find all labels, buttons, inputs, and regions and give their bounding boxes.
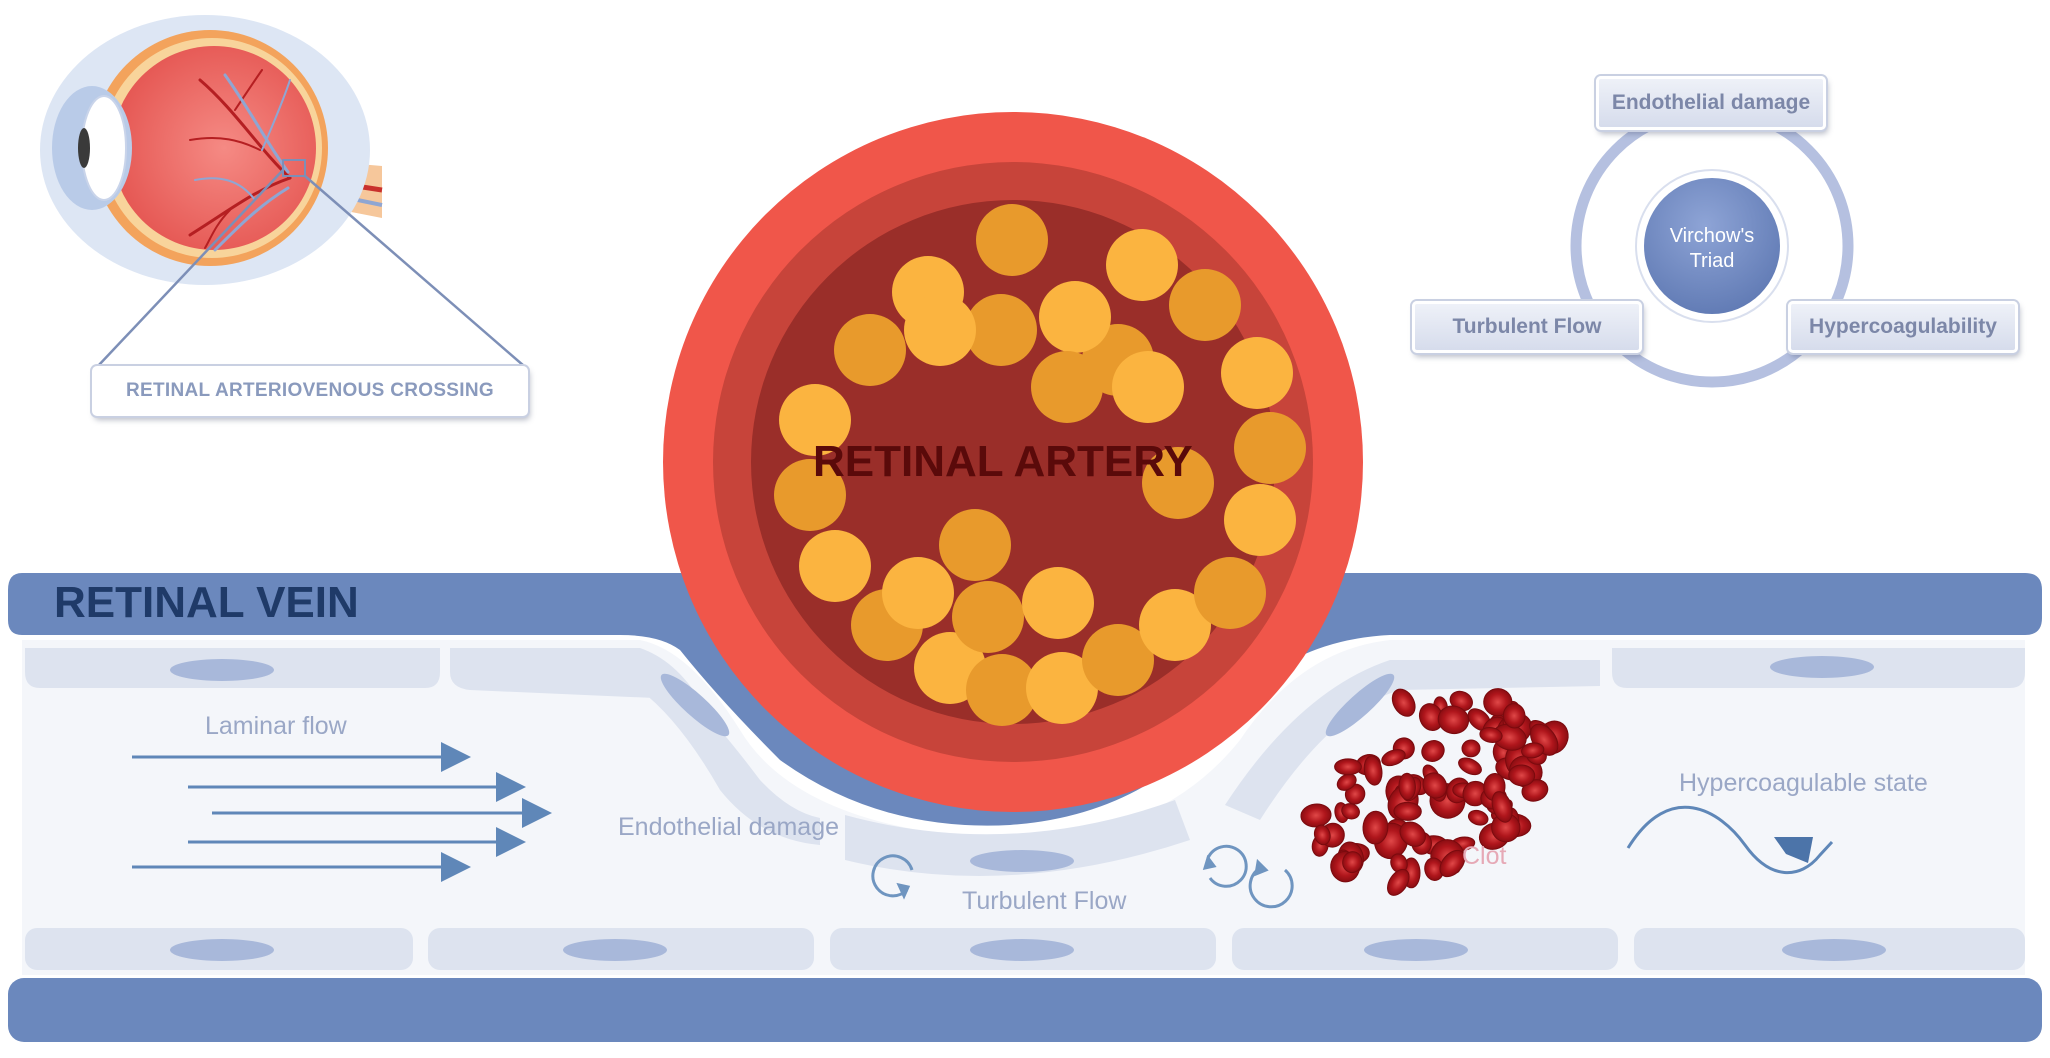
blood-cell (1194, 557, 1266, 629)
blood-cell (1234, 412, 1306, 484)
endothelial-damage-label: Endothelial damage (618, 813, 839, 842)
endothelial-nucleus (170, 939, 274, 961)
clot-blood-cell (1335, 759, 1362, 775)
blood-cell (952, 581, 1024, 653)
vein-title: RETINAL VEIN (54, 578, 359, 628)
blood-cell (904, 294, 976, 366)
triad-hypercoagulability-box: Hypercoagulability (1788, 301, 2018, 353)
vein-lower-wall (8, 978, 2042, 1042)
endothelial-nucleus (563, 939, 667, 961)
eye-illustration (40, 15, 524, 366)
blood-cell (1221, 337, 1293, 409)
endothelial-nucleus (970, 850, 1074, 872)
blood-cell (1031, 351, 1103, 423)
blood-cell (976, 204, 1048, 276)
laminar-flow-label: Laminar flow (205, 712, 347, 741)
clot-label: Clot (1462, 842, 1506, 871)
artery-title: RETINAL ARTERY (813, 437, 1193, 487)
blood-cell (882, 557, 954, 629)
endothelial-nucleus (1782, 939, 1886, 961)
blood-cell (939, 509, 1011, 581)
clot-blood-cell (1462, 740, 1480, 757)
blood-cell (1169, 269, 1241, 341)
endothelial-nucleus (1364, 939, 1468, 961)
zoom-line (305, 176, 524, 366)
triad-endothelial-box: Endothelial damage (1596, 76, 1826, 130)
endothelial-nucleus (970, 939, 1074, 961)
endothelial-nucleus (170, 659, 274, 681)
blood-cell (834, 314, 906, 386)
triad-turbulent-box: Turbulent Flow (1412, 301, 1642, 353)
triad-center-label: Virchow's Triad (1652, 224, 1772, 274)
blood-cell (1022, 567, 1094, 639)
blood-cell (799, 530, 871, 602)
crossing-label: RETINAL ARTERIOVENOUS CROSSING (92, 366, 528, 416)
endothelial-nucleus (1770, 656, 1874, 678)
eye-iris (78, 128, 90, 168)
clot-blood-cell (1394, 802, 1422, 820)
blood-cell (1039, 281, 1111, 353)
lower-endothelium (25, 928, 2025, 970)
hypercoagulable-state-label: Hypercoagulable state (1679, 769, 1928, 798)
turbulent-flow-label: Turbulent Flow (962, 887, 1126, 916)
blood-cell (1106, 229, 1178, 301)
blood-cell (1112, 351, 1184, 423)
blood-cell (1224, 484, 1296, 556)
